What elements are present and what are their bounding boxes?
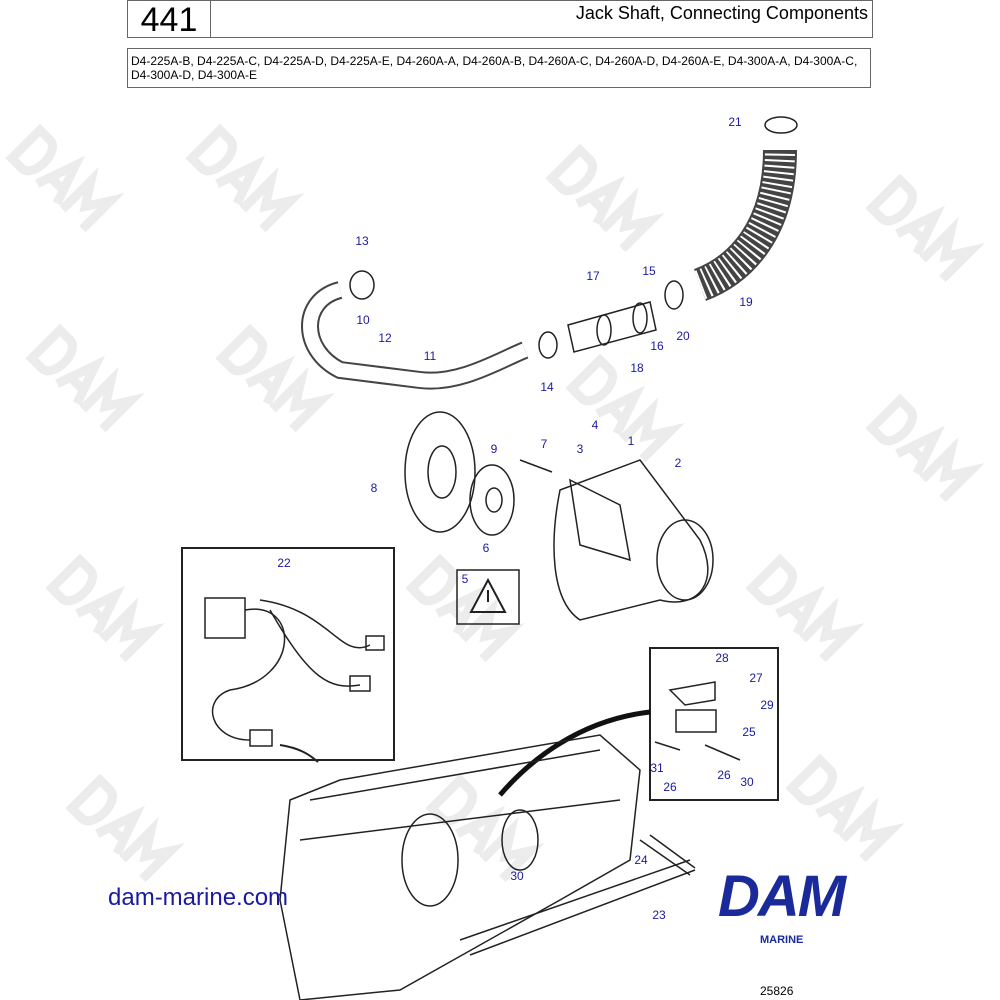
callout-4: 4 xyxy=(591,418,599,432)
callout-13: 13 xyxy=(355,234,369,248)
page-number: 441 xyxy=(128,1,211,39)
callout-9: 9 xyxy=(490,442,498,456)
dam-logo: DAM xyxy=(718,864,846,929)
hub xyxy=(469,464,515,536)
callout-7: 7 xyxy=(540,437,548,451)
callout-15: 15 xyxy=(642,264,656,278)
callout-21: 21 xyxy=(728,115,742,129)
engine xyxy=(279,734,641,1000)
callout-19: 19 xyxy=(739,295,753,309)
callout-16: 16 xyxy=(650,339,664,353)
hose-clamp-13 xyxy=(349,270,375,300)
callout-1: 1 xyxy=(627,434,635,448)
header-box: 441 Jack Shaft, Connecting Components xyxy=(127,0,873,39)
website-link[interactable]: dam-marine.com xyxy=(108,884,289,911)
warning-box xyxy=(456,569,520,625)
callout-18: 18 xyxy=(630,361,644,375)
pointer-arrow xyxy=(498,709,651,797)
hose-clamp-20 xyxy=(664,280,684,310)
callout-29: 29 xyxy=(760,698,774,712)
callout-14: 14 xyxy=(540,380,554,394)
callout-12: 12 xyxy=(378,331,392,345)
callout-10: 10 xyxy=(356,313,370,327)
corrugated-hose xyxy=(693,149,797,301)
warning-icon xyxy=(469,577,507,613)
callout-20: 20 xyxy=(676,329,690,343)
hose-clamp-21 xyxy=(764,116,798,134)
callout-17: 17 xyxy=(586,269,600,283)
hose-clamp-14 xyxy=(538,331,558,359)
figure-number: 25826 xyxy=(760,984,794,998)
callout-26: 26 xyxy=(663,780,677,794)
callout-8: 8 xyxy=(370,481,378,495)
callout-27: 27 xyxy=(749,671,763,685)
model-list: D4-225A-B, D4-225A-C, D4-225A-D, D4-225A… xyxy=(127,48,871,88)
callout-26: 26 xyxy=(717,768,731,782)
connecting-pipe xyxy=(567,301,657,353)
callout-30: 30 xyxy=(740,775,754,789)
callout-5: 5 xyxy=(461,572,469,586)
cable-harness-box xyxy=(181,547,395,761)
callout-11: 11 xyxy=(423,349,437,363)
bell-housing xyxy=(553,459,709,621)
callout-6: 6 xyxy=(482,541,490,555)
flexible-plate xyxy=(404,411,476,533)
callout-2: 2 xyxy=(674,456,682,470)
logo-subtitle: MARINE xyxy=(760,934,804,946)
callout-23: 23 xyxy=(652,908,666,922)
page-title: Jack Shaft, Connecting Components xyxy=(575,3,868,23)
callout-31: 31 xyxy=(650,761,664,775)
callout-24: 24 xyxy=(634,853,648,867)
bolt-7 xyxy=(519,459,553,473)
callout-22: 22 xyxy=(277,556,291,570)
callout-3: 3 xyxy=(576,442,584,456)
callout-28: 28 xyxy=(715,651,729,665)
callout-30: 30 xyxy=(510,869,524,883)
sensor-detail-box xyxy=(649,647,779,801)
callout-25: 25 xyxy=(742,725,756,739)
